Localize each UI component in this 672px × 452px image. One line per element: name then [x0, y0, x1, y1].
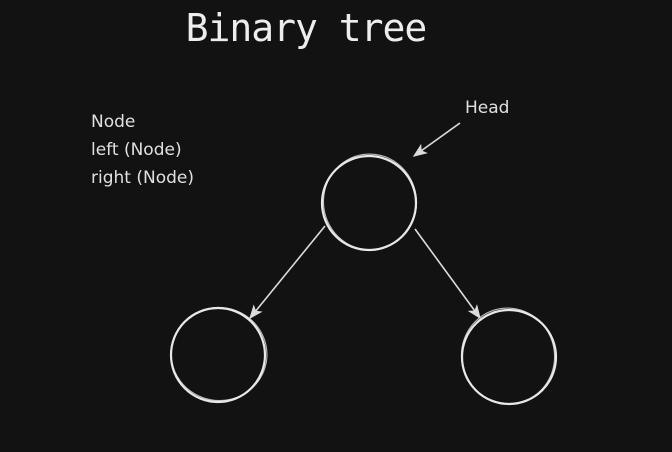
legend-line-right: right (Node)	[91, 168, 194, 188]
legend-line-node: Node	[91, 112, 136, 132]
diagram-title: Binary tree	[185, 6, 428, 50]
node-fields-legend: Node left (Node) right (Node)	[91, 108, 194, 192]
head-pointer-arrow	[412, 122, 461, 157]
edge-root-to-right	[414, 228, 481, 320]
tree-node-root	[320, 153, 418, 252]
tree-node-right	[460, 307, 558, 406]
edge-root-to-left	[249, 225, 326, 320]
legend-line-left: left (Node)	[91, 140, 182, 160]
tree-node-left	[169, 306, 268, 404]
head-label: Head	[465, 98, 510, 118]
